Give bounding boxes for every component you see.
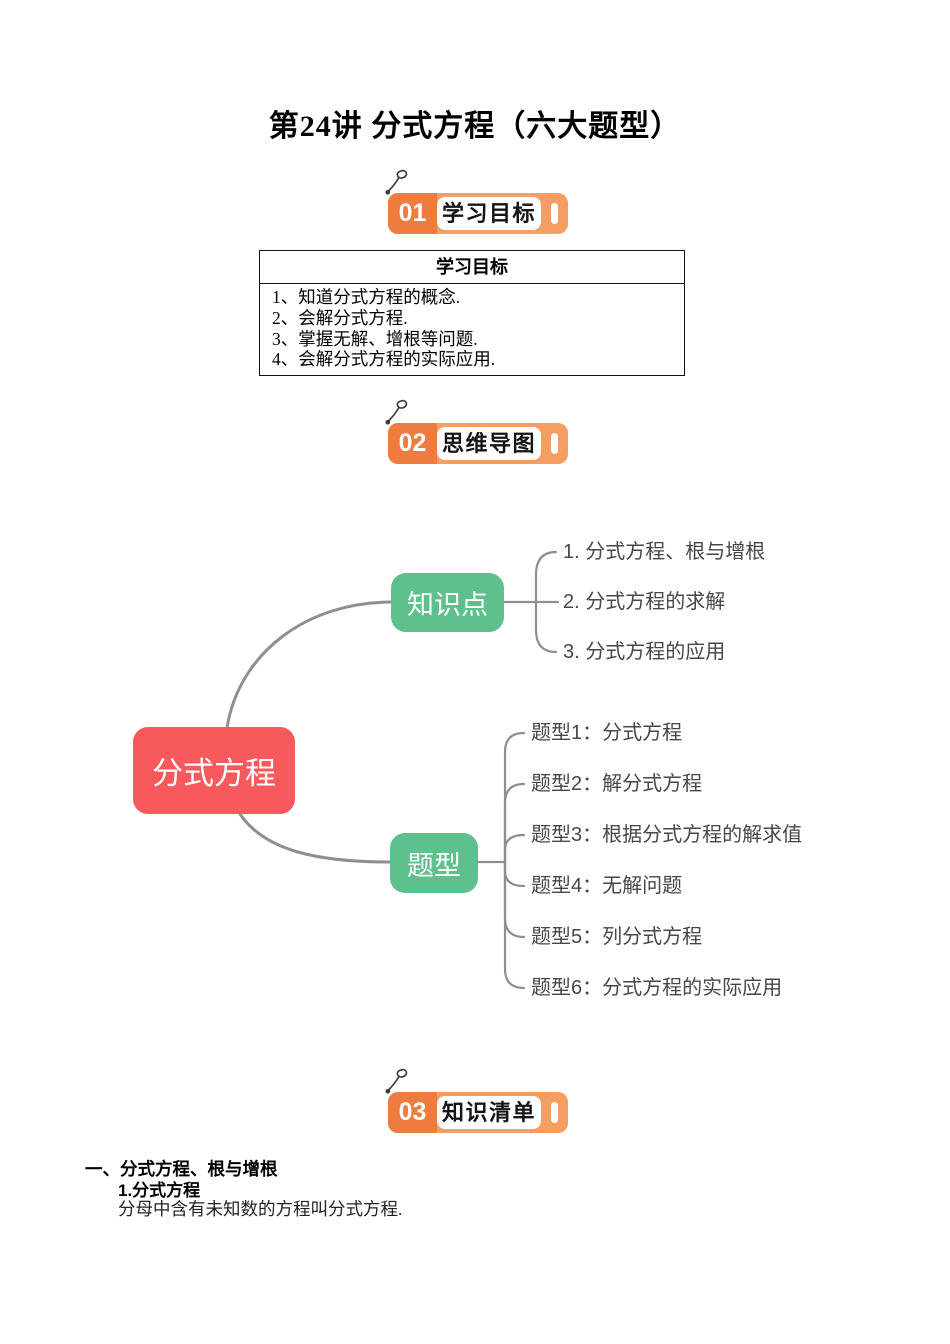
section-badge-mind-map: 02 思维导图 [385, 399, 568, 464]
objectives-table-body: 1、知道分式方程的概念. 2、会解分式方程. 3、掌握无解、增根等问题. 4、会… [260, 284, 684, 375]
badge-number: 03 [388, 1092, 437, 1133]
objective-item: 1、知道分式方程的概念. [272, 287, 461, 307]
badge-label: 知识清单 [437, 1096, 541, 1129]
pin-icon [385, 399, 408, 425]
mindmap-leaf: 题型4：无解问题 [531, 875, 683, 897]
badge-label: 思维导图 [437, 427, 541, 460]
mindmap-leaf: 题型3：根据分式方程的解求值 [531, 824, 803, 846]
badge-number: 02 [388, 423, 437, 464]
objective-item: 3、掌握无解、增根等问题. [272, 328, 478, 349]
badge-label: 学习目标 [437, 197, 541, 230]
objectives-table-header: 学习目标 [260, 251, 684, 284]
section-badge-learning-goals: 01 学习目标 [385, 169, 568, 234]
mindmap-leaf: 2. 分式方程的求解 [563, 591, 726, 613]
mindmap-leaf: 题型5：列分式方程 [531, 926, 703, 948]
section-badge-knowledge-list: 03 知识清单 [385, 1068, 568, 1133]
badge-slot-decoration [551, 203, 558, 224]
badge-slot-decoration [551, 1102, 558, 1123]
objective-item: 4、会解分式方程的实际应用. [272, 349, 496, 370]
mindmap-leaf: 题型6：分式方程的实际应用 [531, 977, 783, 999]
mindmap-leaf: 3. 分式方程的应用 [563, 641, 726, 663]
page-title: 第24讲 分式方程（六大题型） [268, 110, 682, 143]
objective-item: 2、会解分式方程. [272, 307, 408, 328]
knowledge-heading: 一、分式方程、根与增根 [85, 1159, 278, 1179]
mindmap-leaf: 题型2：解分式方程 [531, 773, 703, 795]
mindmap-node-question-types: 题型 [390, 833, 478, 893]
mindmap-root-node: 分式方程 [133, 727, 295, 814]
pin-icon [385, 1068, 408, 1094]
badge-slot-decoration [551, 433, 558, 454]
mindmap-leaf: 1. 分式方程、根与增根 [563, 541, 766, 563]
badge-number: 01 [388, 193, 437, 234]
knowledge-body-text: 分母中含有未知数的方程叫分式方程. [118, 1199, 403, 1219]
mindmap-node-knowledge: 知识点 [391, 573, 504, 632]
pin-icon [385, 169, 408, 195]
mindmap-leaf: 题型1：分式方程 [531, 722, 683, 744]
objectives-table: 学习目标 1、知道分式方程的概念. 2、会解分式方程. 3、掌握无解、增根等问题… [259, 250, 685, 377]
knowledge-subheading: 1.分式方程 [118, 1181, 201, 1200]
